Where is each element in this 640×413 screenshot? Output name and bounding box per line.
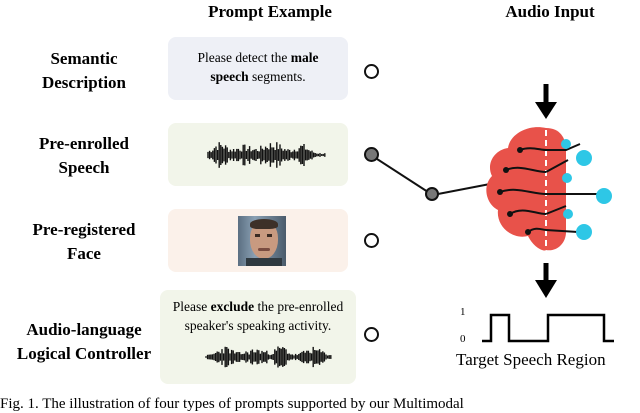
semantic-prompt-card: Please detect the male speech segments. <box>168 37 348 100</box>
prompt-text-part: Please detect the <box>197 50 291 65</box>
connector-line-right <box>437 183 491 195</box>
row-label-line: Semantic <box>50 49 118 68</box>
row-label-enrolled-speech: Pre-enrolled Speech <box>0 132 168 180</box>
y-axis-high-label: 1 <box>460 306 466 318</box>
figure-caption: Fig. 1. The illustration of four types o… <box>0 396 464 412</box>
prompt-bold-speech: speech <box>210 69 249 84</box>
row-label-line: Pre-registered <box>32 220 136 239</box>
face-connector <box>364 233 379 248</box>
semantic-connector <box>364 64 379 79</box>
hub-node <box>425 187 439 201</box>
target-region-plot <box>482 313 614 343</box>
row-label-logical-controller: Audio-language Logical Controller <box>0 318 168 366</box>
row-label-line: Audio-language <box>26 320 142 339</box>
logical-controller-card: Please exclude the pre-enrolled speaker'… <box>160 290 356 384</box>
y-axis-low-label: 0 <box>460 333 466 345</box>
logical-prompt-waveform <box>205 346 332 368</box>
enrolled-speech-waveform <box>207 142 326 168</box>
speech-connector <box>364 147 379 162</box>
face-card <box>168 209 348 272</box>
row-label-line: Pre-enrolled <box>38 134 129 153</box>
prompt-text-part: speaker's speaking activity. <box>184 318 332 333</box>
row-label-registered-face: Pre-registered Face <box>0 218 168 266</box>
face-image <box>238 216 286 266</box>
prompt-bold-male: male <box>290 50 319 65</box>
target-speech-region-label: Target Speech Region <box>456 350 606 369</box>
prompt-example-header: Prompt Example <box>208 2 332 21</box>
logical-prompt-text: Please exclude the pre-enrolled speaker'… <box>160 297 356 335</box>
brain-icon <box>486 127 612 251</box>
row-label-line: Face <box>67 244 101 263</box>
prompt-text-part: segments. <box>248 69 306 84</box>
row-label-line: Speech <box>58 158 110 177</box>
prompt-text-part: the pre-enrolled <box>254 299 344 314</box>
semantic-prompt-text: Please detect the male speech segments. <box>168 48 348 86</box>
prompt-text-part: Please <box>172 299 211 314</box>
logical-connector <box>364 327 379 342</box>
row-label-semantic: Semantic Description <box>0 47 168 95</box>
audio-input-header: Audio Input <box>505 2 595 21</box>
audio-input-waveform <box>465 25 626 75</box>
row-label-line: Logical Controller <box>16 344 152 363</box>
row-label-line: Description <box>41 73 127 92</box>
down-arrow-icon <box>535 263 557 298</box>
down-arrow-icon <box>535 84 557 119</box>
prompt-bold-exclude: exclude <box>210 299 255 314</box>
connector-line-left <box>376 158 429 193</box>
